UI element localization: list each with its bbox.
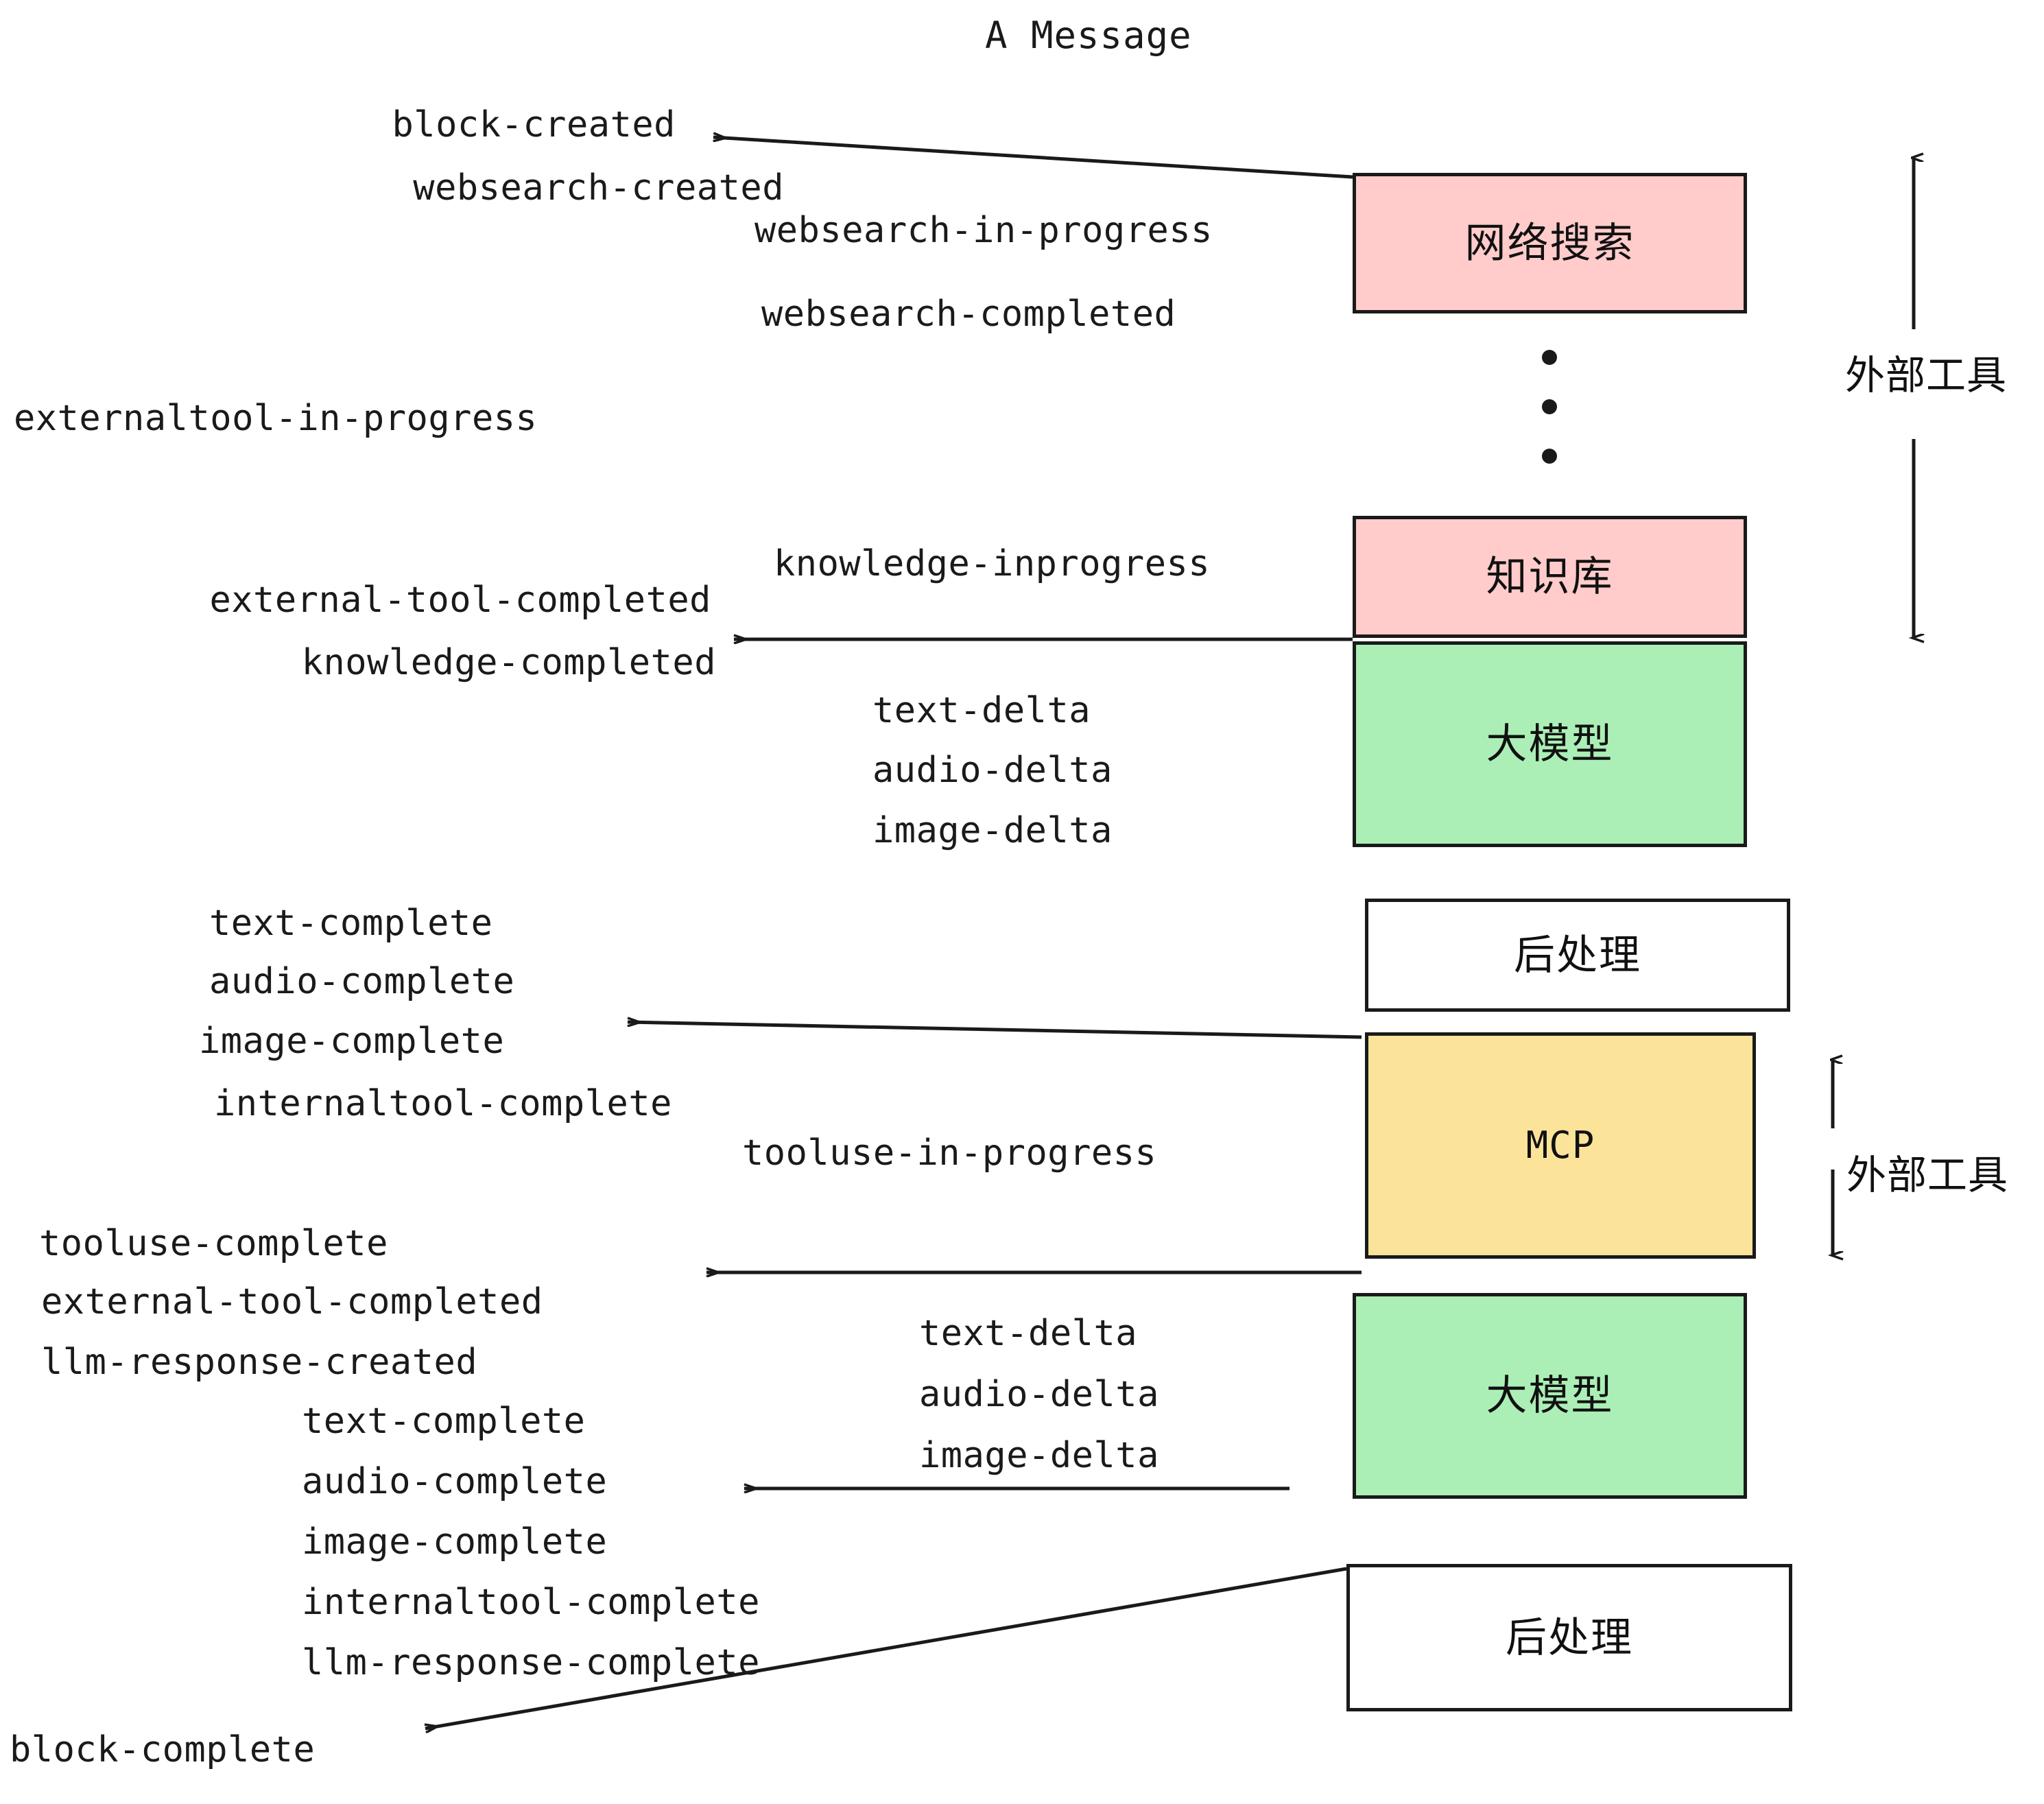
stage-box-label: 后处理 [1514,931,1641,980]
event-label: websearch-in-progress [754,210,1213,251]
stage-box-websearch: 网络搜索 [1353,173,1747,313]
event-label: image-complete [199,1021,505,1062]
event-label: knowledge-completed [301,642,716,683]
stage-box-label: MCP [1525,1124,1595,1167]
event-label: image-delta [919,1435,1159,1476]
stage-box-mcp: MCP [1365,1032,1756,1259]
side-annotation-external-tool-bottom: 外部工具 [1846,1152,2009,1198]
stage-box-label: 后处理 [1506,1613,1633,1662]
event-label: external-tool-completed [41,1281,543,1322]
event-label: text-delta [919,1313,1138,1354]
event-label: internaltool-complete [302,1582,760,1623]
stage-box-postprocess-2: 后处理 [1346,1564,1792,1711]
event-label: text-complete [209,903,493,944]
event-label: llm-response-complete [302,1642,760,1683]
event-label: audio-delta [919,1374,1159,1415]
event-label: text-delta [872,690,1091,731]
event-label: text-complete [302,1401,586,1442]
event-label: block-complete [10,1729,316,1770]
arrow-postprocess-to-imagecomplete [628,1022,1362,1039]
side-annotation-external-tool-top: 外部工具 [1845,352,2008,399]
event-label: tooluse-complete [39,1223,388,1264]
vertical-ellipsis-icon [1542,350,1557,498]
event-label: llm-response-created [41,1342,478,1383]
diagram-title: A Message [985,14,1192,57]
event-label: audio-delta [872,750,1113,791]
event-label: internaltool-complete [214,1083,672,1124]
event-label: image-complete [302,1521,608,1563]
stage-box-llm-1: 大模型 [1353,641,1747,847]
stage-box-label: 网络搜索 [1464,219,1635,268]
event-label: audio-complete [302,1461,608,1502]
event-label: block-created [392,104,676,145]
stage-box-postprocess-1: 后处理 [1365,899,1790,1012]
event-label: knowledge-inprogress [774,543,1211,584]
stage-box-llm-2: 大模型 [1353,1293,1747,1499]
event-label: websearch-completed [761,294,1176,335]
event-label: audio-complete [209,961,515,1002]
stage-box-knowledge: 知识库 [1353,516,1747,638]
stage-box-label: 大模型 [1486,1372,1614,1420]
event-label: image-delta [872,810,1113,851]
event-label: external-tool-completed [209,580,711,621]
stage-box-label: 知识库 [1486,553,1614,601]
event-label: tooluse-in-progress [742,1132,1157,1174]
stage-box-label: 大模型 [1486,720,1614,768]
event-label: websearch-created [413,167,784,209]
arrow-websearch-to-blockcreated [713,137,1353,179]
event-label: externaltool-in-progress [14,398,538,439]
